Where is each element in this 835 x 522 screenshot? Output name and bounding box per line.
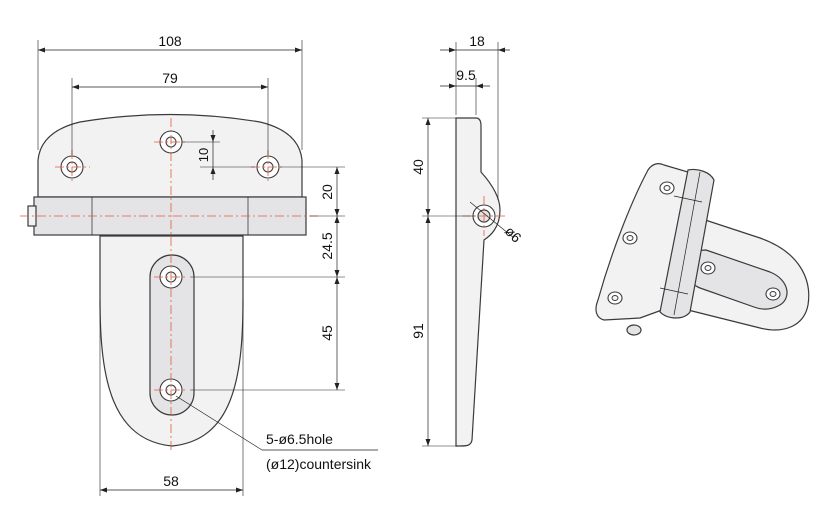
- iso-hole-4: [700, 261, 716, 275]
- hole-spec-note: 5-ø6.5hole: [266, 431, 333, 447]
- iso-hole-5: [765, 287, 781, 301]
- dim-offset-9-5: 9.5: [456, 67, 476, 83]
- dim-pin-diameter: ø6: [502, 223, 525, 246]
- dim-height-45: 45: [319, 325, 335, 341]
- dim-width-58: 58: [163, 473, 179, 489]
- iso-hole-3: [607, 291, 623, 305]
- dim-width-108: 108: [158, 33, 182, 49]
- side-view: 18 9.5 40 91 ø6: [410, 33, 525, 447]
- iso-hole-2: [622, 231, 638, 245]
- dim-height-24-5: 24.5: [319, 232, 335, 259]
- dim-height-40: 40: [410, 159, 426, 175]
- countersink-spec-note: (ø12)countersink: [266, 456, 372, 472]
- slot-recess: [149, 254, 195, 416]
- dim-height-91: 91: [410, 323, 426, 339]
- dim-offset-10: 10: [196, 148, 211, 162]
- dim-thickness-18: 18: [469, 33, 485, 49]
- iso-upper-leaf: [595, 163, 689, 321]
- dim-spacing-79: 79: [162, 70, 178, 86]
- front-view: 108 79 10 20 24.5 45 58: [20, 33, 378, 496]
- iso-hole-1: [659, 181, 675, 195]
- isometric-view: [595, 163, 810, 336]
- iso-pin-end: [626, 324, 642, 336]
- upper-leaf: [37, 113, 303, 198]
- dim-height-20: 20: [319, 184, 335, 200]
- side-profile: [455, 117, 501, 447]
